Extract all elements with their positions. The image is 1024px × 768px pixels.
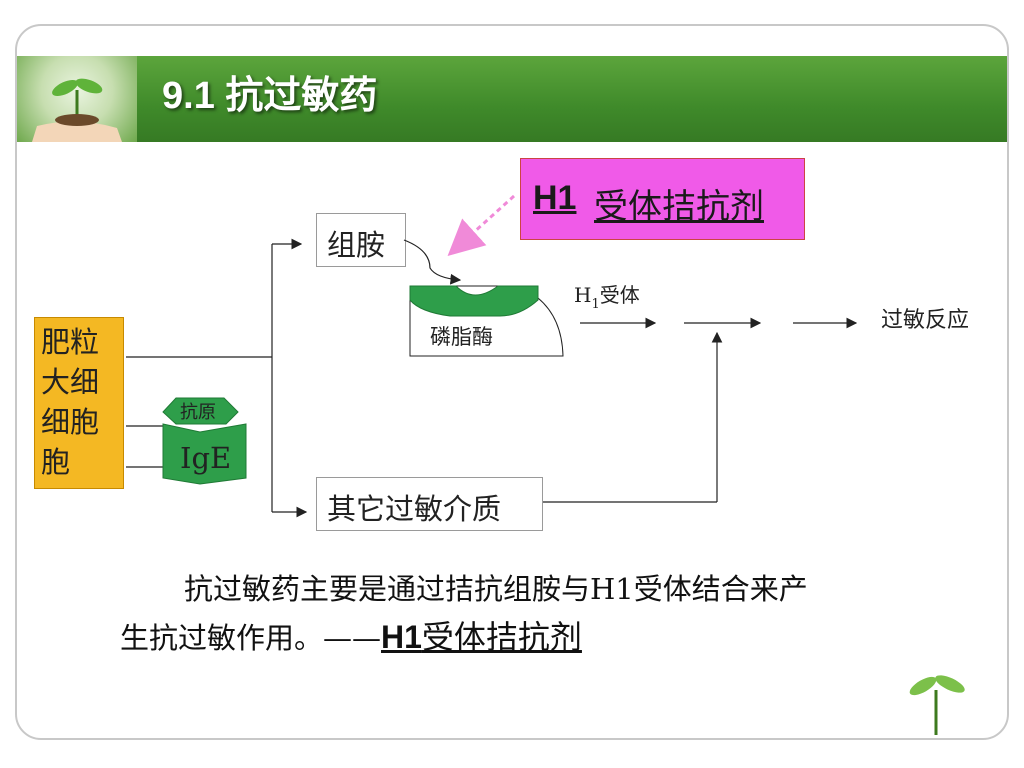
h1-receptor-tail: 受体: [600, 283, 640, 307]
histamine-label: 组胺: [327, 228, 386, 262]
title-bar: 9.1 抗过敏药: [17, 56, 1007, 142]
seedling-decoration-icon: [909, 675, 965, 735]
caption-line-1-text: 抗过敏药主要是通过拮抗组胺与H1受体结合来产: [184, 572, 808, 606]
badge-text: 受体拮抗剂: [594, 187, 764, 227]
caption-emph-prefix: H1: [381, 619, 422, 655]
caption-line-1: 抗过敏药主要是通过拮抗组胺与H1受体结合来产: [120, 565, 920, 613]
other-mediators-box: 其它过敏介质: [316, 477, 543, 531]
antigen-label: 抗原: [180, 402, 216, 423]
seedling-icon: [32, 78, 122, 142]
ige-label: IgE: [180, 441, 231, 475]
h1-receptor-main: H: [574, 283, 591, 307]
antagonist-dotted-arrow: [447, 194, 516, 257]
caption-line-2-text: 生抗过敏作用。——: [120, 621, 382, 655]
phospholipase-label: 磷脂酶: [430, 325, 493, 349]
antigen-shape: [162, 397, 239, 425]
slide-title: 9.1 抗过敏药: [162, 75, 378, 117]
ige-shape: [162, 423, 247, 485]
h1-antagonist-badge: H1 受体拮抗剂: [520, 158, 805, 240]
badge-prefix: H1: [533, 179, 577, 217]
histamine-to-receptor-curve: [403, 239, 462, 285]
other-mediators-label: 其它过敏介质: [327, 492, 502, 526]
h1-receptor-sub: 1: [591, 297, 599, 312]
slide-frame: 9.1 抗过敏药: [15, 24, 1009, 740]
h1-receptor-label: H1受体: [574, 283, 640, 312]
caption: 抗过敏药主要是通过拮抗组胺与H1受体结合来产 生抗过敏作用。——H1受体拮抗剂: [120, 565, 920, 662]
receptor-green-cup: [409, 285, 539, 317]
histamine-box: 组胺: [316, 213, 406, 267]
seedling-hand-image: [17, 56, 137, 142]
caption-line-2: 生抗过敏作用。——H1受体拮抗剂: [120, 613, 920, 662]
caption-emph-text: 受体拮抗剂: [421, 618, 582, 656]
allergic-reaction-label: 过敏反应: [881, 308, 969, 333]
mast-cell-box: 肥粒大细细胞胞: [34, 317, 124, 489]
